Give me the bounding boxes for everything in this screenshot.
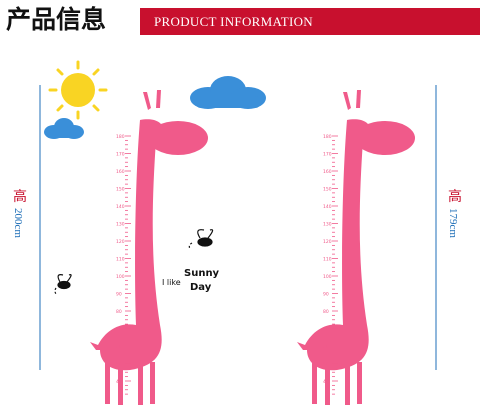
ruler-tick-label: 40 [323,379,329,385]
ruler-tick-label: 120 [323,239,332,245]
title-subtitle: PRODUCT INFORMATION [154,14,313,29]
decor-sunny: Sunny [184,268,220,279]
right-ruler: 180 170 160 150 140 130 120 110 100 90 80 70 60 50 40 [323,134,338,395]
ruler-tick-label: 90 [323,292,329,298]
ruler-tick-label: 150 [323,187,332,193]
ruler-tick-label: 70 [323,327,329,333]
ruler-tick-label: 50 [116,362,122,368]
ruler-tick-label: 170 [116,152,125,158]
header: 产品信息 PRODUCT INFORMATION [0,0,480,40]
decor-day: Day [190,282,212,293]
giraffe-icon [90,90,208,405]
ruler-tick-label: 130 [323,222,332,228]
ruler-tick-label: 80 [116,309,122,315]
cloud-icon [44,118,84,139]
left-ruler: 180 170 160 150 140 130 120 110 100 90 80 70 60 50 40 [116,134,131,395]
ruler-tick-label: 50 [323,362,329,368]
ruler-tick-label: 110 [116,257,125,263]
ruler-tick-label: 120 [116,239,125,245]
ruler-tick-label: 180 [323,134,332,140]
bee-icon [188,229,214,250]
ruler-tick-label: 60 [116,344,122,350]
ruler-tick-label: 100 [323,274,332,280]
ruler-tick-label: 100 [116,274,125,280]
ruler-tick-label: 170 [323,152,332,158]
ruler-tick-label: 160 [116,169,125,175]
decor-i-like: I like [162,278,181,287]
title-bar: PRODUCT INFORMATION [140,8,480,35]
cloud-icon [190,76,266,109]
ruler-tick-label: 140 [116,204,125,210]
right-measure-value: 179cm [447,208,459,238]
right-measure-label: 高 [448,189,462,205]
left-measure-label: 高 [13,189,27,205]
ruler-tick-label: 160 [323,169,332,175]
ruler-tick-label: 150 [116,187,125,193]
ruler-tick-label: 60 [323,344,329,350]
page-title: 产品信息 [0,0,140,40]
ruler-tick-label: 130 [116,222,125,228]
ruler-tick-label: 90 [116,292,122,298]
ruler-tick-label: 40 [116,379,122,385]
illustration-svg: 180170160150140130120110100908070605040 … [39,60,437,405]
ruler-tick-label: 110 [323,257,332,263]
ruler-tick-label: 180 [116,134,125,140]
ruler-tick-label: 80 [323,309,329,315]
ruler-tick-label: 140 [323,204,332,210]
giraffe-icon [297,90,415,405]
left-measure-value: 200cm [12,208,24,238]
ruler-tick-label: 70 [116,327,122,333]
bee-icon [54,274,72,295]
sun-icon [48,60,108,120]
